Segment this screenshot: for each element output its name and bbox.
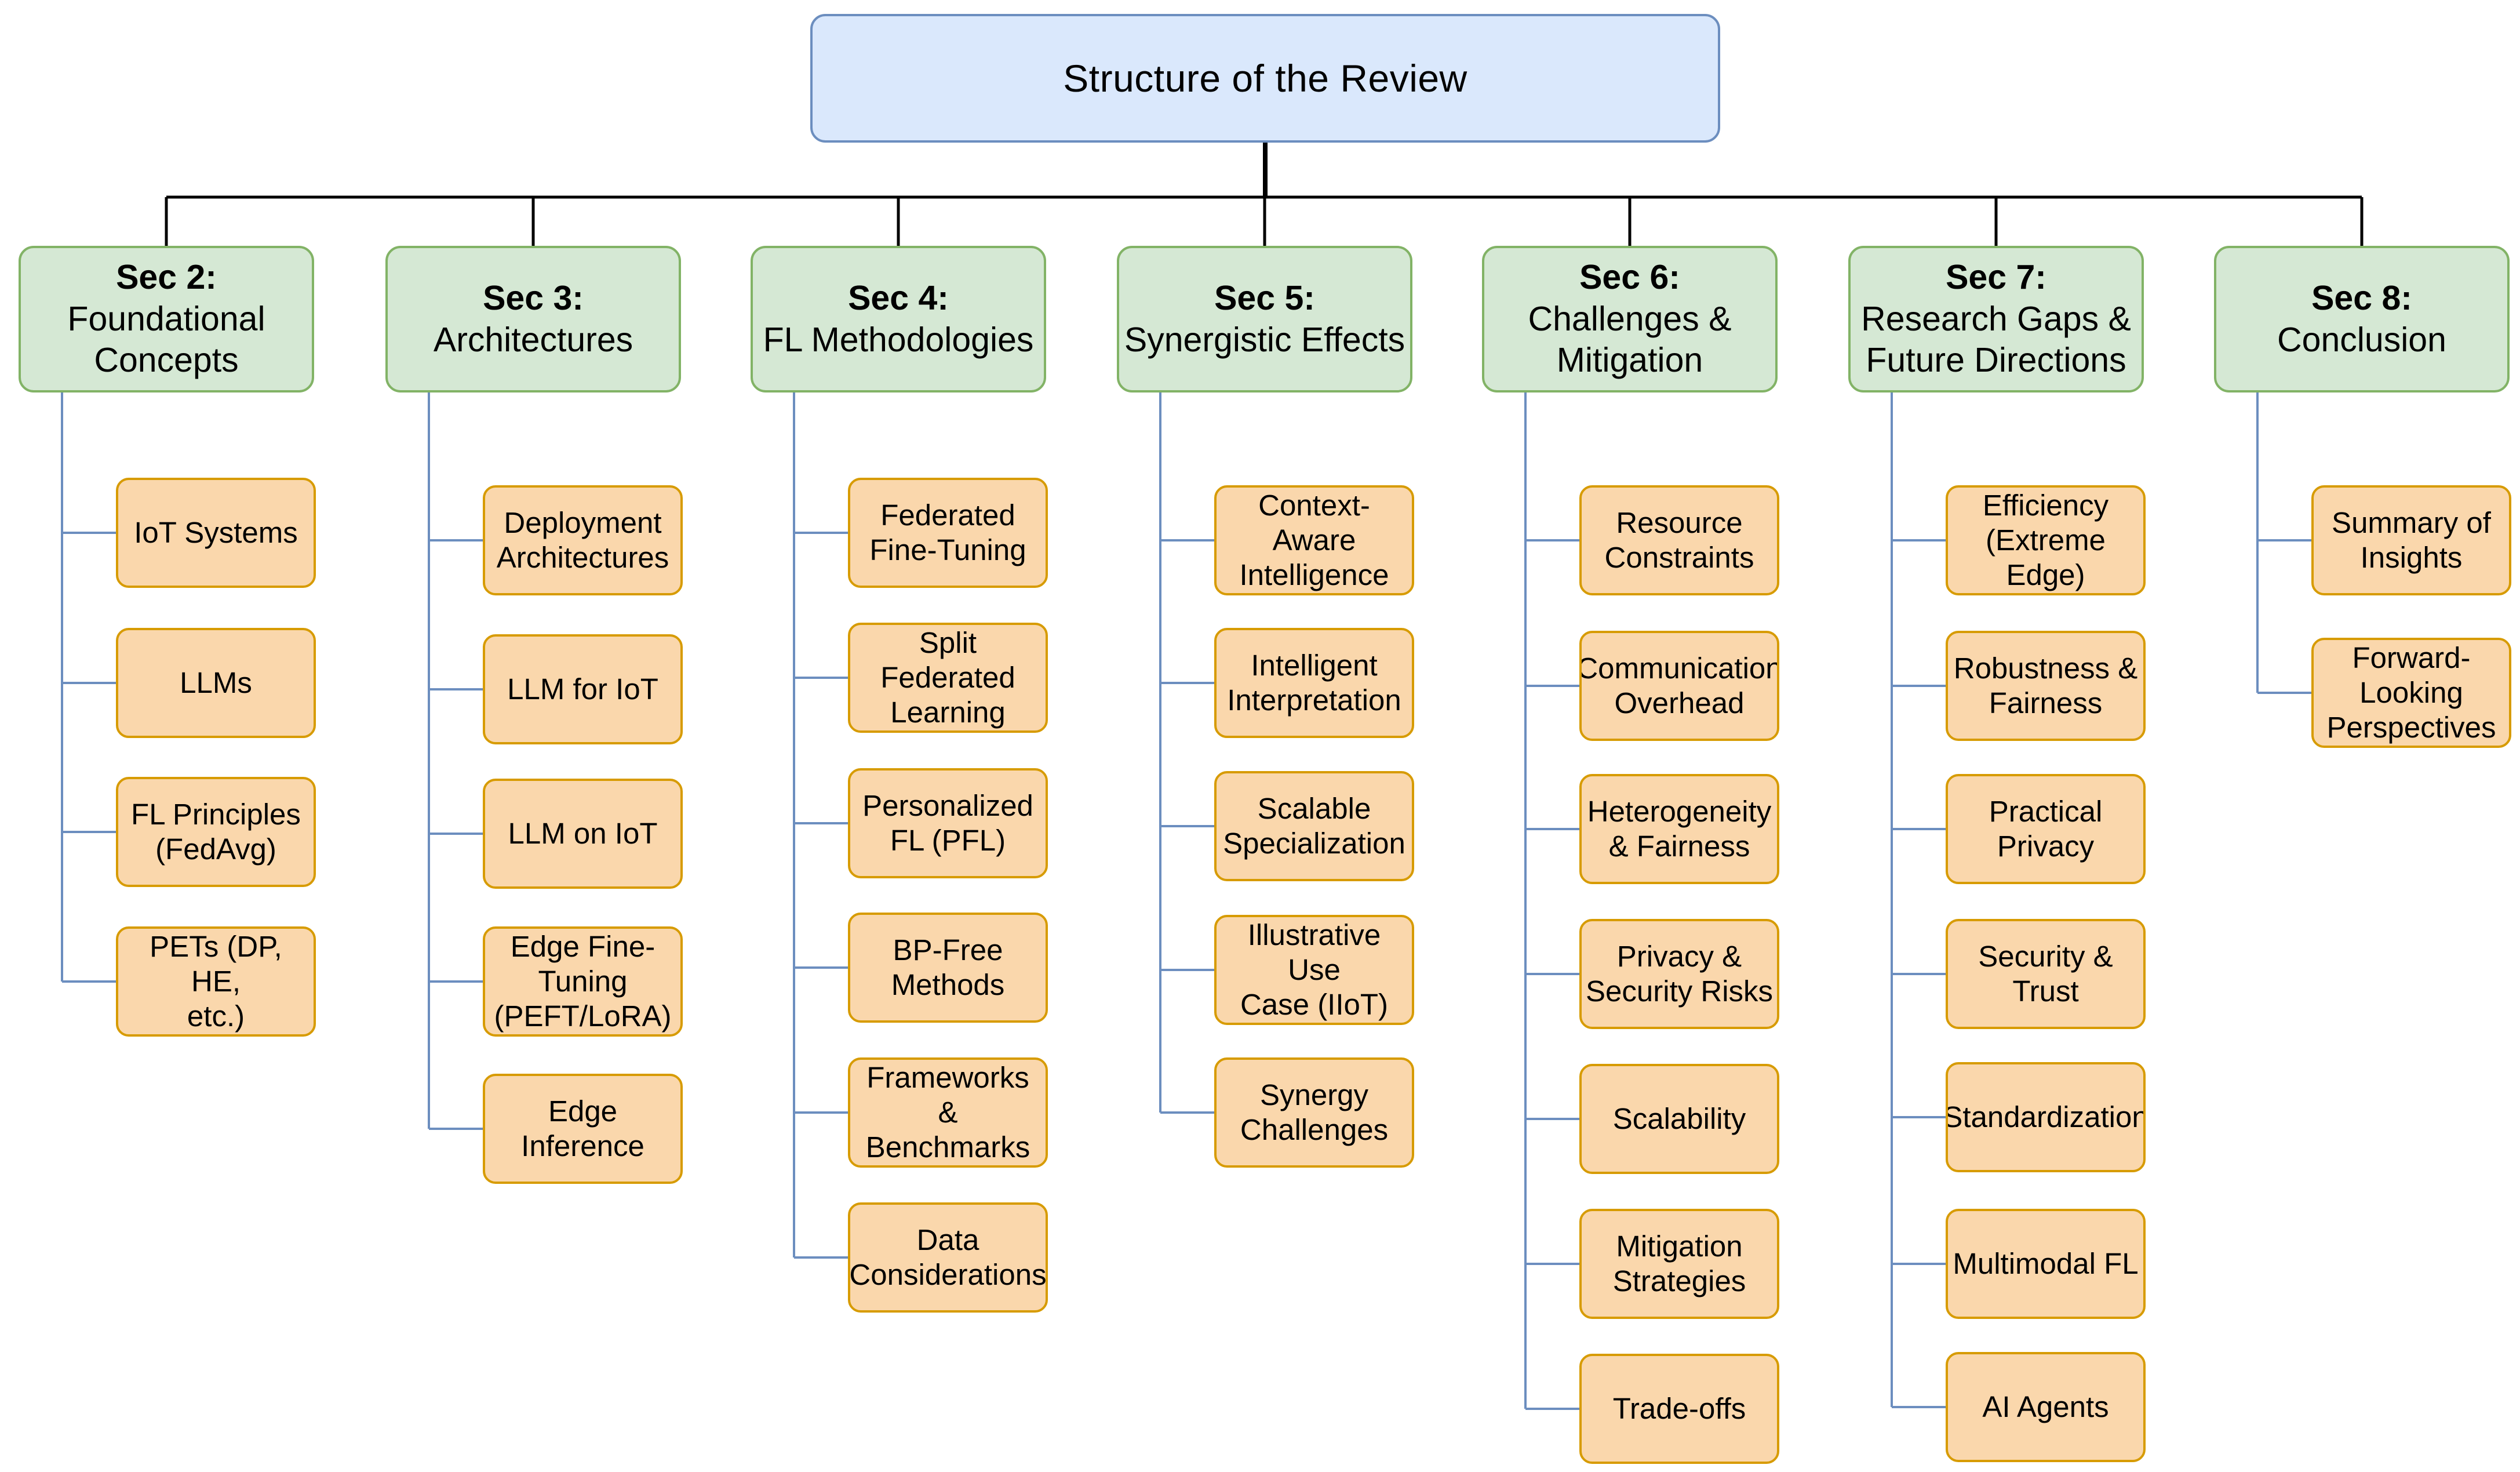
topic-label: Summary of Insights [2332,506,2491,574]
section-number: Sec 6: [1579,257,1680,296]
topic-node: LLM on IoT [483,779,683,889]
topic-label: Synergy Challenges [1240,1078,1389,1146]
section-number: Sec 8: [2311,278,2412,317]
section-title: Research Gaps & Future Directions [1861,299,2131,380]
section-title: FL Methodologies [763,320,1034,359]
topic-node: Illustrative Use Case (IIoT) [1214,915,1414,1025]
topic-node: AI Agents [1946,1352,2146,1462]
topic-node: FL Principles (FedAvg) [116,777,316,887]
topic-label: Efficiency (Extreme Edge) [1982,488,2109,592]
topic-label: Edge Fine- Tuning (PEFT/LoRA) [494,929,672,1033]
topic-node: Communication Overhead [1579,631,1779,741]
topic-node: Synergy Challenges [1214,1057,1414,1168]
topic-node: Intelligent Interpretation [1214,628,1414,738]
topic-node: Split Federated Learning [848,623,1048,733]
topic-node: Trade-offs [1579,1354,1779,1464]
topic-node: Deployment Architectures [483,485,683,595]
topic-label: Illustrative Use Case (IIoT) [1240,918,1389,1022]
section-title: Challenges & Mitigation [1528,299,1732,380]
topic-node: LLMs [116,628,316,738]
topic-node: Mitigation Strategies [1579,1209,1779,1319]
topic-label: BP-Free Methods [891,933,1005,1001]
topic-node: Edge Fine- Tuning (PEFT/LoRA) [483,926,683,1037]
section-number: Sec 5: [1214,278,1315,317]
topic-label: Trade-offs [1612,1391,1746,1425]
topic-node: Privacy & Security Risks [1579,919,1779,1029]
section-title: Conclusion [2277,320,2446,359]
section-node-sec4: Sec 4:FL Methodologies [751,246,1046,392]
topic-label: Edge Inference [521,1094,644,1162]
topic-node: Efficiency (Extreme Edge) [1946,485,2146,595]
section-node-sec7: Sec 7:Research Gaps & Future Directions [1848,246,2144,392]
topic-label: Intelligent Interpretation [1227,648,1401,717]
section-number: Sec 4: [848,278,949,317]
topic-label: Heterogeneity & Fairness [1587,794,1772,863]
topic-label: AI Agents [1982,1390,2109,1423]
topic-label: Scalable Specialization [1223,791,1405,860]
topic-label: Deployment Architectures [496,506,669,574]
topic-label: Federated Fine-Tuning [869,498,1026,566]
topic-node: Forward- Looking Perspectives [2311,638,2511,748]
topic-label: Practical Privacy [1989,794,2103,863]
topic-label: Communication Overhead [1579,651,1779,719]
topic-label: LLM for IoT [507,672,658,706]
topic-node: LLM for IoT [483,634,683,744]
topic-node: Federated Fine-Tuning [848,478,1048,588]
topic-node: Scalable Specialization [1214,771,1414,881]
topic-label: Frameworks & Benchmarks [865,1060,1030,1164]
topic-node: Multimodal FL [1946,1209,2146,1319]
section-number: Sec 3: [483,278,584,317]
topic-node: Context- Aware Intelligence [1214,485,1414,595]
section-number: Sec 7: [1946,257,2046,296]
topic-node: Summary of Insights [2311,485,2511,595]
section-node-sec5: Sec 5:Synergistic Effects [1117,246,1412,392]
topic-node: Data Considerations [848,1202,1048,1313]
topic-node: Standardization [1946,1062,2146,1172]
topic-label: Forward- Looking Perspectives [2326,641,2496,744]
topic-label: Scalability [1612,1102,1746,1135]
topic-label: Robustness & Fairness [1953,651,2138,719]
topic-node: Robustness & Fairness [1946,631,2146,741]
topic-label: IoT Systems [134,515,298,549]
topic-node: IoT Systems [116,478,316,588]
topic-label: Multimodal FL [1953,1246,2139,1280]
topic-node: Practical Privacy [1946,774,2146,884]
topic-node: Heterogeneity & Fairness [1579,774,1779,884]
topic-label: Security & Trust [1978,939,2113,1008]
section-node-sec6: Sec 6:Challenges & Mitigation [1482,246,1778,392]
topic-label: LLMs [180,666,252,699]
topic-label: Personalized FL (PFL) [862,788,1033,857]
section-number: Sec 2: [116,257,217,296]
topic-node: Frameworks & Benchmarks [848,1057,1048,1168]
root-node: Structure of the Review [810,14,1720,143]
section-node-sec2: Sec 2:Foundational Concepts [19,246,314,392]
section-title: Synergistic Effects [1124,320,1405,359]
topic-node: Resource Constraints [1579,485,1779,595]
topic-label: Split Federated Learning [880,626,1015,729]
topic-label: FL Principles (FedAvg) [131,797,301,866]
topic-label: PETs (DP, HE, etc.) [150,929,282,1033]
topic-node: BP-Free Methods [848,913,1048,1023]
topic-node: Scalability [1579,1064,1779,1174]
section-node-sec3: Sec 3:Architectures [385,246,681,392]
topic-label: Standardization [1946,1100,2146,1133]
section-title: Foundational Concepts [67,299,265,380]
topic-label: Resource Constraints [1604,506,1754,574]
topic-node: Personalized FL (PFL) [848,768,1048,878]
topic-node: PETs (DP, HE, etc.) [116,926,316,1037]
section-title: Architectures [433,320,633,359]
topic-node: Edge Inference [483,1074,683,1184]
topic-label: Privacy & Security Risks [1585,939,1774,1008]
topic-label: Data Considerations [849,1223,1047,1291]
topic-label: Mitigation Strategies [1612,1229,1746,1297]
topic-node: Security & Trust [1946,919,2146,1029]
root-title: Structure of the Review [1063,57,1467,100]
section-node-sec8: Sec 8:Conclusion [2214,246,2510,392]
topic-label: Context- Aware Intelligence [1239,488,1389,592]
topic-label: LLM on IoT [508,816,658,850]
